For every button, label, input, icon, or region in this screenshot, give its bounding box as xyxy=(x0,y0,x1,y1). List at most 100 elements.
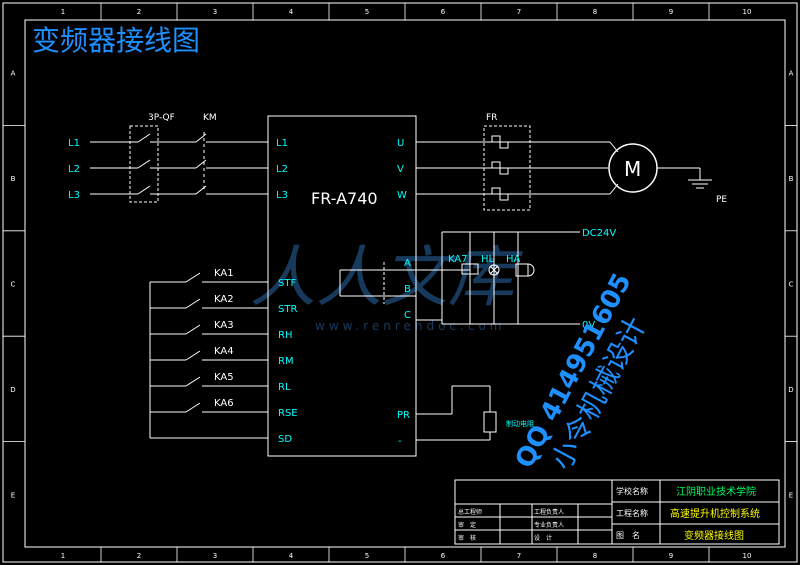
relay-label-ka6: KA6 xyxy=(214,398,234,409)
supply-l1: L1 xyxy=(68,138,80,149)
column-label-3-bottom: 3 xyxy=(213,552,217,560)
inverter-model: FR-A740 xyxy=(311,189,378,208)
dc-positive: DC24V xyxy=(582,228,616,239)
relay-contact xyxy=(185,376,201,387)
overload-label: FR xyxy=(486,113,497,123)
breaker-box xyxy=(129,125,159,203)
column-label-9-top: 9 xyxy=(669,8,673,16)
column-label-8-bottom: 8 xyxy=(593,552,597,560)
row-label-E-right: E xyxy=(789,491,793,499)
school-label: 学校名称 xyxy=(616,486,648,496)
supply-l3: L3 xyxy=(68,190,80,201)
watermark-url: www.renrendoc.com xyxy=(315,319,505,333)
column-label-7-top: 7 xyxy=(517,8,521,16)
row-label-B-right: B xyxy=(789,175,794,183)
supply-wiring xyxy=(90,133,268,195)
inv-in-l2: L2 xyxy=(276,164,288,175)
relay-label-ka2: KA2 xyxy=(214,294,234,305)
brake-resistor-label: 制动电阻 xyxy=(506,419,534,428)
column-label-6-bottom: 6 xyxy=(441,552,446,560)
column-label-10-top: 10 xyxy=(743,8,752,16)
load-hl: HL xyxy=(481,254,495,265)
terminal-b: B xyxy=(404,284,411,295)
role-chief: 总工程师 xyxy=(458,508,482,516)
column-label-3-top: 3 xyxy=(213,8,217,16)
column-label-1-bottom: 1 xyxy=(61,552,65,560)
school-name: 江阴职业技术学院 xyxy=(676,485,756,498)
relay-output-wiring xyxy=(339,262,470,321)
terminal-rm: RM xyxy=(278,356,294,367)
contact-watermark: QQ 414951605 小令机械设计 xyxy=(510,268,653,475)
motor-symbol xyxy=(608,143,658,193)
watermark: 人人文库 www.renrendoc.com xyxy=(250,239,524,333)
column-label-1-top: 1 xyxy=(61,8,65,16)
relay-contact xyxy=(185,298,201,309)
load-ha: HA xyxy=(506,254,521,265)
inv-out-u: U xyxy=(397,138,404,149)
dc-bus xyxy=(441,231,580,325)
column-label-5-top: 5 xyxy=(365,8,369,16)
row-label-D-left: D xyxy=(10,386,15,394)
inv-in-l1: L1 xyxy=(276,138,288,149)
watermark-logo: 人人文库 xyxy=(250,239,524,316)
terminal-c: C xyxy=(404,310,411,321)
row-label-D-right: D xyxy=(788,386,793,394)
role-specialty-lead: 专业负责人 xyxy=(534,521,564,529)
relay-contact xyxy=(185,272,201,283)
terminal-str: STR xyxy=(278,304,297,315)
project-label: 工程名称 xyxy=(616,508,648,518)
inverter-box xyxy=(267,115,417,457)
relay-label-ka1: KA1 xyxy=(214,268,234,279)
role-design: 设 计 xyxy=(534,534,552,542)
row-label-A-right: A xyxy=(789,70,794,78)
column-label-2-top: 2 xyxy=(137,8,141,16)
column-label-9-bottom: 9 xyxy=(669,552,673,560)
supply-l2: L2 xyxy=(68,164,80,175)
column-label-5-bottom: 5 xyxy=(365,552,369,560)
relay-label-ka4: KA4 xyxy=(214,346,234,357)
terminal-rh: RH xyxy=(278,330,292,341)
terminal-rl: RL xyxy=(278,382,291,393)
column-label-7-bottom: 7 xyxy=(517,552,521,560)
drawing-name: 变频器接线图 xyxy=(684,529,744,542)
row-label-C-right: C xyxy=(789,281,794,289)
row-label-C-left: C xyxy=(11,281,16,289)
motor-wiring xyxy=(416,141,712,195)
column-label-2-bottom: 2 xyxy=(137,552,141,560)
row-label-A-left: A xyxy=(11,70,16,78)
breaker-label: 3P-QF xyxy=(148,113,175,123)
column-label-4-bottom: 4 xyxy=(289,552,294,560)
column-label-8-top: 8 xyxy=(593,8,597,16)
overload-relay-box xyxy=(483,125,531,211)
terminal-rse: RSE xyxy=(278,408,298,419)
role-approve: 审 定 xyxy=(458,521,476,529)
dc-zero: 0V xyxy=(582,320,595,331)
role-review: 审 核 xyxy=(458,534,476,542)
drawing-title: 变频器接线图 xyxy=(32,24,200,57)
row-label-E-left: E xyxy=(11,491,15,499)
motor-letter: M xyxy=(624,157,641,181)
inv-out-v: V xyxy=(397,164,404,175)
terminal-a: A xyxy=(404,258,411,269)
row-label-B-left: B xyxy=(11,175,16,183)
earth-label: PE xyxy=(716,195,727,205)
column-label-4-top: 4 xyxy=(289,8,294,16)
relay-contact xyxy=(185,350,201,361)
relay-contact xyxy=(185,402,201,413)
relay-label-ka5: KA5 xyxy=(214,372,234,383)
title-block xyxy=(454,479,780,545)
contactor-label: KM xyxy=(203,113,217,123)
column-label-6-top: 6 xyxy=(441,8,446,16)
column-label-10-bottom: 10 xyxy=(743,552,752,560)
brake-wiring xyxy=(416,385,497,441)
terminal-stf: STF xyxy=(278,278,296,289)
terminal-sd: SD xyxy=(278,434,292,445)
overload-elements xyxy=(491,135,509,201)
grid-ticks xyxy=(3,3,797,562)
project-name: 高速提升机控制系统 xyxy=(670,507,760,520)
role-project-lead: 工程负责人 xyxy=(534,508,564,516)
